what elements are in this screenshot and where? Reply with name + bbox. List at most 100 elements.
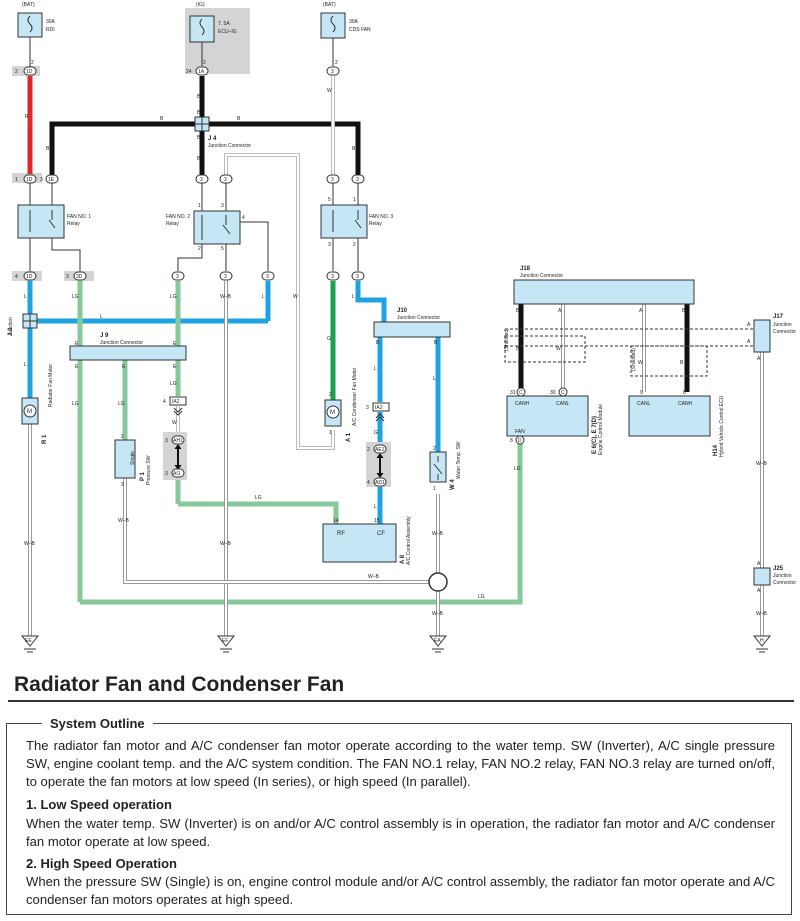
svg-text:RDI: RDI xyxy=(46,27,55,33)
svg-text:R: R xyxy=(25,114,29,120)
relay-output-connectors: 1D 4 3D 3 3 3 3 3 3 xyxy=(15,271,365,281)
svg-text:A/C Control Assembly: A/C Control Assembly xyxy=(406,516,412,565)
svg-text:L: L xyxy=(24,294,27,300)
svg-text:D: D xyxy=(518,438,522,444)
svg-text:E: E xyxy=(75,341,79,347)
svg-text:B: B xyxy=(46,146,50,152)
relay-fan-no-3: FAN NO. 3 Relay 5 1 3 2 xyxy=(320,197,393,248)
svg-text:3: 3 xyxy=(356,177,359,183)
svg-text:2: 2 xyxy=(433,446,436,452)
low-speed-heading: 1. Low Speed operation xyxy=(26,797,172,812)
svg-text:1: 1 xyxy=(198,203,201,209)
svg-text:A: A xyxy=(757,561,761,567)
svg-text:3: 3 xyxy=(66,274,69,280)
svg-text:M: M xyxy=(27,409,32,415)
svg-text:EE: EE xyxy=(25,638,32,644)
svg-text:CF: CF xyxy=(377,531,385,537)
svg-text:CANH: CANH xyxy=(678,401,693,407)
svg-text:B: B xyxy=(434,340,438,346)
svg-text:(Shielded): (Shielded) xyxy=(631,348,637,371)
svg-text:1D: 1D xyxy=(26,69,33,75)
svg-text:Connector: Connector xyxy=(773,329,796,335)
svg-text:3D: 3D xyxy=(76,274,83,280)
svg-text:LG: LG xyxy=(170,381,177,387)
svg-text:E: E xyxy=(173,341,177,347)
svg-text:CDS FAN: CDS FAN xyxy=(349,27,371,33)
svg-text:L: L xyxy=(100,314,103,320)
svg-text:L: L xyxy=(352,294,355,300)
system-outline-heading: System Outline xyxy=(42,716,153,731)
svg-text:3: 3 xyxy=(224,177,227,183)
svg-text:LG: LG xyxy=(72,294,79,300)
svg-text:IA2: IA2 xyxy=(375,405,383,411)
svg-text:CANH: CANH xyxy=(515,401,530,407)
relay-fan-no-2: FAN NO. 2 Relay 1 3 2 5 4 xyxy=(166,203,245,252)
svg-text:RF: RF xyxy=(337,531,345,537)
svg-text:B: B xyxy=(352,146,356,152)
svg-text:Engine Control Module: Engine Control Module xyxy=(598,404,604,455)
svg-text:5: 5 xyxy=(328,197,331,203)
fuse-ecu-ig: (IG) 7. 5A ECU–IG xyxy=(189,2,237,43)
svg-text:30: 30 xyxy=(550,390,556,396)
svg-text:4: 4 xyxy=(15,274,18,280)
svg-text:E 6(C), E 7(D): E 6(C), E 7(D) xyxy=(592,416,598,454)
svg-text:(Shielded): (Shielded) xyxy=(504,328,510,351)
pressure-switch: Single P 1 Pressure SW 2 3 xyxy=(114,434,152,488)
svg-text:M: M xyxy=(330,410,335,416)
wire-labels-top: R B B B B B B B B W W xyxy=(25,88,356,300)
svg-text:W–B: W–B xyxy=(756,611,768,617)
svg-text:9: 9 xyxy=(640,390,643,396)
svg-text:B: B xyxy=(197,94,201,100)
svg-text:Junction Connector: Junction Connector xyxy=(520,273,563,279)
svg-text:LG: LG xyxy=(170,294,177,300)
svg-text:4: 4 xyxy=(367,480,370,486)
svg-text:LG: LG xyxy=(478,594,485,600)
junction-j18: J18 Junction Connector B A A B xyxy=(513,266,695,314)
ground-h: H xyxy=(752,635,772,653)
svg-text:B: B xyxy=(516,346,520,352)
svg-text:J10: J10 xyxy=(397,308,408,314)
svg-text:W–B: W–B xyxy=(118,518,130,524)
svg-text:15: 15 xyxy=(374,518,380,524)
svg-text:(BAT): (BAT) xyxy=(22,2,35,8)
connector-ia2-right: IA2 3 xyxy=(366,402,390,422)
svg-text:H: H xyxy=(760,638,764,644)
condenser-fan-motor: M A 1 A/C Condenser Fan Motor 2 1 xyxy=(324,367,358,442)
wire-labels-mid: L L L L L L L L G G LG LG LG LG LG LG LG… xyxy=(24,294,768,617)
svg-text:W: W xyxy=(293,294,298,300)
svg-text:H14: H14 xyxy=(713,444,719,456)
svg-text:30A: 30A xyxy=(46,19,56,25)
svg-text:W: W xyxy=(327,88,332,94)
svg-text:EF: EF xyxy=(222,638,228,644)
svg-text:Single: Single xyxy=(130,451,136,465)
svg-text:A: A xyxy=(747,322,751,328)
svg-text:Junction Connector: Junction Connector xyxy=(397,315,440,321)
svg-text:2: 2 xyxy=(329,392,332,398)
svg-text:E: E xyxy=(75,364,79,370)
ground-ee: EE xyxy=(20,635,40,653)
svg-text:L: L xyxy=(374,366,377,372)
radiator-fan-motor: M R 1 Radiator Fan Motor xyxy=(21,364,54,444)
svg-text:B: B xyxy=(197,135,201,141)
svg-text:5: 5 xyxy=(221,246,224,252)
svg-text:J 4: J 4 xyxy=(208,136,217,142)
svg-text:1: 1 xyxy=(15,177,18,183)
svg-text:3: 3 xyxy=(40,177,43,183)
svg-text:Junction: Junction xyxy=(773,573,792,579)
high-speed-text: When the pressure SW (Single) is on, eng… xyxy=(26,874,775,907)
svg-text:3: 3 xyxy=(121,482,124,488)
svg-text:Hybrid Vehicle Control ECU: Hybrid Vehicle Control ECU xyxy=(719,395,725,457)
svg-text:1: 1 xyxy=(433,486,436,492)
junction-j17: J17 Junction Connector A A A xyxy=(747,314,796,362)
svg-text:4: 4 xyxy=(163,399,166,405)
junction-j10: J10 Junction Connector B B xyxy=(373,308,451,346)
svg-text:E: E xyxy=(173,364,177,370)
svg-text:L: L xyxy=(24,362,27,368)
svg-text:(IG): (IG) xyxy=(196,2,205,8)
svg-text:W 4: W 4 xyxy=(450,479,456,490)
svg-text:Radiator Fan Motor: Radiator Fan Motor xyxy=(48,364,54,407)
svg-text:Pressure SW: Pressure SW xyxy=(146,455,152,485)
svg-text:Connector: Connector xyxy=(773,580,796,586)
svg-text:3: 3 xyxy=(221,203,224,209)
svg-text:R 1: R 1 xyxy=(42,434,48,444)
